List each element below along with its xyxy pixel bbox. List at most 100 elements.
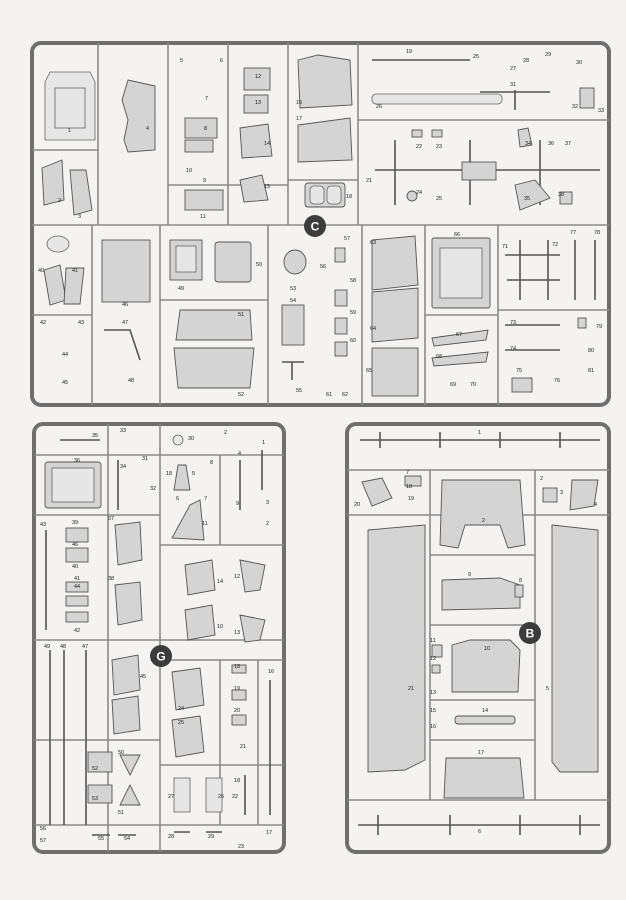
svg-text:19: 19 xyxy=(234,686,240,692)
svg-text:17: 17 xyxy=(478,750,484,756)
svg-text:53: 53 xyxy=(92,796,98,802)
svg-text:78: 78 xyxy=(594,230,600,236)
svg-text:67: 67 xyxy=(456,332,462,338)
svg-text:32: 32 xyxy=(572,104,578,110)
svg-text:33: 33 xyxy=(120,428,126,434)
svg-text:41: 41 xyxy=(72,268,78,274)
svg-text:45: 45 xyxy=(62,380,68,386)
svg-text:4: 4 xyxy=(238,451,241,457)
svg-text:77: 77 xyxy=(570,230,576,236)
svg-text:4: 4 xyxy=(594,502,597,508)
svg-text:30: 30 xyxy=(188,436,194,442)
svg-text:71: 71 xyxy=(502,244,508,250)
svg-text:80: 80 xyxy=(588,348,594,354)
svg-text:3: 3 xyxy=(560,490,563,496)
svg-text:7: 7 xyxy=(204,496,207,502)
svg-text:24: 24 xyxy=(178,706,184,712)
svg-text:69: 69 xyxy=(450,382,456,388)
svg-text:9: 9 xyxy=(203,178,206,184)
svg-text:34: 34 xyxy=(525,141,531,147)
svg-text:45: 45 xyxy=(140,674,146,680)
svg-text:23: 23 xyxy=(436,144,442,150)
svg-text:22: 22 xyxy=(416,144,422,150)
svg-text:37: 37 xyxy=(108,516,114,522)
svg-text:12: 12 xyxy=(255,74,261,80)
svg-text:19: 19 xyxy=(406,49,412,55)
svg-text:33: 33 xyxy=(598,108,604,114)
sprue-g-letter: G xyxy=(156,650,165,664)
svg-text:27: 27 xyxy=(510,66,516,72)
svg-text:10: 10 xyxy=(484,646,490,652)
svg-text:70: 70 xyxy=(470,382,476,388)
svg-text:21: 21 xyxy=(240,744,246,750)
svg-text:16: 16 xyxy=(268,669,274,675)
svg-text:18: 18 xyxy=(234,778,240,784)
sprue-b-parts xyxy=(358,432,600,835)
sprue-c-frame xyxy=(30,41,611,407)
svg-text:59: 59 xyxy=(350,310,356,316)
sprue-b-letter: B xyxy=(526,627,535,641)
svg-text:53: 53 xyxy=(290,286,296,292)
svg-text:51: 51 xyxy=(238,312,244,318)
svg-text:11: 11 xyxy=(202,521,208,527)
svg-text:49: 49 xyxy=(178,286,184,292)
svg-text:30: 30 xyxy=(576,60,582,66)
svg-text:15: 15 xyxy=(264,184,270,190)
sprue-c-runners xyxy=(32,43,609,405)
svg-text:2: 2 xyxy=(224,430,227,436)
svg-text:10: 10 xyxy=(186,168,192,174)
sprue-c-parts xyxy=(41,54,600,397)
svg-text:44: 44 xyxy=(62,352,68,358)
svg-text:38: 38 xyxy=(558,192,564,198)
svg-text:58: 58 xyxy=(350,278,356,284)
svg-text:56: 56 xyxy=(320,264,326,270)
sprue-c-letter: C xyxy=(311,220,320,234)
svg-text:1: 1 xyxy=(262,440,265,446)
svg-text:14: 14 xyxy=(264,141,270,147)
svg-text:29: 29 xyxy=(208,834,214,840)
sprue-g-frame xyxy=(32,422,286,854)
sprue-b-frame xyxy=(345,422,611,854)
svg-text:68: 68 xyxy=(436,354,442,360)
svg-text:31: 31 xyxy=(142,456,148,462)
svg-text:6: 6 xyxy=(220,58,223,64)
svg-text:36: 36 xyxy=(548,141,554,147)
svg-text:3: 3 xyxy=(78,214,81,220)
svg-text:74: 74 xyxy=(510,346,516,352)
svg-text:14: 14 xyxy=(482,708,488,714)
svg-text:3: 3 xyxy=(266,500,269,506)
svg-text:25: 25 xyxy=(178,720,184,726)
svg-text:25: 25 xyxy=(473,54,479,60)
svg-text:1: 1 xyxy=(68,128,71,134)
svg-text:5: 5 xyxy=(180,58,183,64)
svg-text:20: 20 xyxy=(234,708,240,714)
svg-text:37: 37 xyxy=(565,141,571,147)
svg-text:48: 48 xyxy=(128,378,134,384)
svg-text:13: 13 xyxy=(430,690,436,696)
svg-text:15: 15 xyxy=(430,708,436,714)
svg-text:76: 76 xyxy=(554,378,560,384)
svg-text:79: 79 xyxy=(596,324,602,330)
sprue-g-parts xyxy=(44,434,271,836)
svg-text:47: 47 xyxy=(82,644,88,650)
svg-text:62: 62 xyxy=(342,392,348,398)
svg-text:11: 11 xyxy=(200,214,206,220)
svg-text:21: 21 xyxy=(366,178,372,184)
svg-text:73: 73 xyxy=(510,320,516,326)
svg-text:75: 75 xyxy=(516,368,522,374)
svg-text:14: 14 xyxy=(217,579,223,585)
svg-text:12: 12 xyxy=(430,656,436,662)
svg-text:48: 48 xyxy=(60,644,66,650)
svg-text:60: 60 xyxy=(350,338,356,344)
svg-text:18: 18 xyxy=(406,484,412,490)
svg-text:72: 72 xyxy=(552,242,558,248)
svg-text:2: 2 xyxy=(266,521,269,527)
sprue-c-badge: C xyxy=(304,215,326,237)
svg-text:42: 42 xyxy=(40,320,46,326)
svg-text:65: 65 xyxy=(366,368,372,374)
